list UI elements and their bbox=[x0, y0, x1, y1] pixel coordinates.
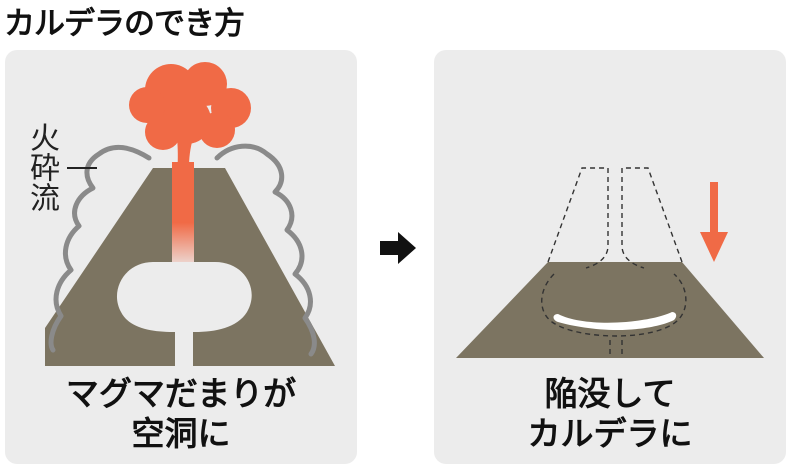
right-arrow-icon bbox=[380, 232, 416, 264]
caption-before: マグマだまりが 空洞に bbox=[5, 374, 357, 454]
eruption-cloud bbox=[129, 62, 251, 200]
caption-after-line-1: 陥没して bbox=[544, 374, 676, 413]
down-arrow-icon bbox=[700, 182, 728, 262]
volcano-eruption-illustration bbox=[45, 62, 335, 366]
caption-before-line-1: マグマだまりが bbox=[65, 374, 297, 413]
page-title: カルデラのでき方 bbox=[4, 6, 245, 42]
panel-after: 陥没して カルデラに bbox=[434, 50, 786, 464]
caption-after-line-2: カルデラに bbox=[527, 414, 693, 453]
caldera-collapse-illustration bbox=[456, 167, 764, 358]
panel-before: 火砕流 マグマだまりが 空洞に bbox=[5, 50, 357, 464]
collapsed-chamber bbox=[553, 312, 677, 330]
empty-magma-chamber bbox=[116, 262, 252, 332]
former-volcano-outline bbox=[541, 167, 687, 358]
pyroclastic-flow-left bbox=[48, 144, 152, 353]
caption-after: 陥没して カルデラに bbox=[434, 374, 786, 454]
caption-before-line-2: 空洞に bbox=[131, 414, 231, 453]
caldera-ground bbox=[456, 262, 764, 358]
pyroclastic-flow-right bbox=[214, 143, 317, 357]
pyroclastic-flow-label: 火砕流 bbox=[24, 122, 59, 212]
